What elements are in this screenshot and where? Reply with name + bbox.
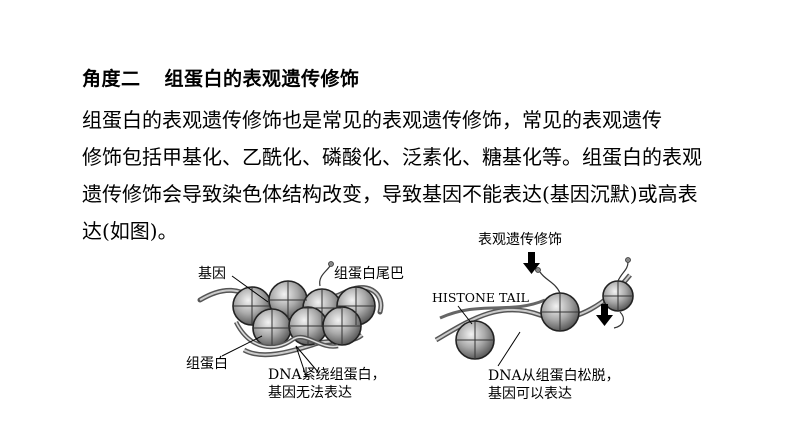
left-caption-line-1: DNA紧绕组蛋白，: [268, 367, 386, 383]
histone-tail-label: 组蛋白尾巴: [334, 266, 404, 282]
condensed-chromatin: [197, 261, 384, 377]
modification-arrow-icon: [596, 304, 613, 326]
relaxed-chromatin: [434, 252, 634, 367]
gene-label: 基因: [198, 265, 226, 282]
nucleosome-seams: [233, 281, 375, 347]
right-caption-line-2: 基因可以表达: [488, 385, 572, 402]
paragraph-line-1: 组蛋白的表观遗传修饰也是常见的表观遗传修饰，常见的表观遗传: [82, 108, 662, 132]
epigenetic-modification-label: 表观遗传修饰: [478, 232, 562, 248]
paragraph-line-3: 遗传修饰会导致染色体结构改变，导致基因不能表达(基因沉默)或高表: [82, 182, 698, 206]
paragraph-line-4: 达(如图)。: [82, 219, 178, 243]
nucleosome-front-row: [252, 306, 362, 348]
section-heading: 角度二 组蛋白的表观遗传修饰: [82, 64, 360, 91]
histone-tail-en-label: HISTONE TAIL: [432, 290, 529, 305]
modification-arrow-icon: [523, 252, 540, 274]
section-label: 角度二: [82, 68, 141, 90]
left-caption-line-2: 基因无法表达: [268, 384, 352, 401]
right-caption-line-1: DNA从组蛋白松脱，: [488, 368, 620, 384]
section-title: 组蛋白的表观遗传修饰: [164, 68, 360, 90]
body-paragraph: 组蛋白的表观遗传修饰也是常见的表观遗传修饰，常见的表观遗传 修饰包括甲基化、乙酰…: [82, 102, 772, 250]
histone-label: 组蛋白: [186, 356, 228, 372]
paragraph-line-2: 修饰包括甲基化、乙酰化、磷酸化、泛素化、糖基化等。组蛋白的表观: [82, 145, 702, 169]
